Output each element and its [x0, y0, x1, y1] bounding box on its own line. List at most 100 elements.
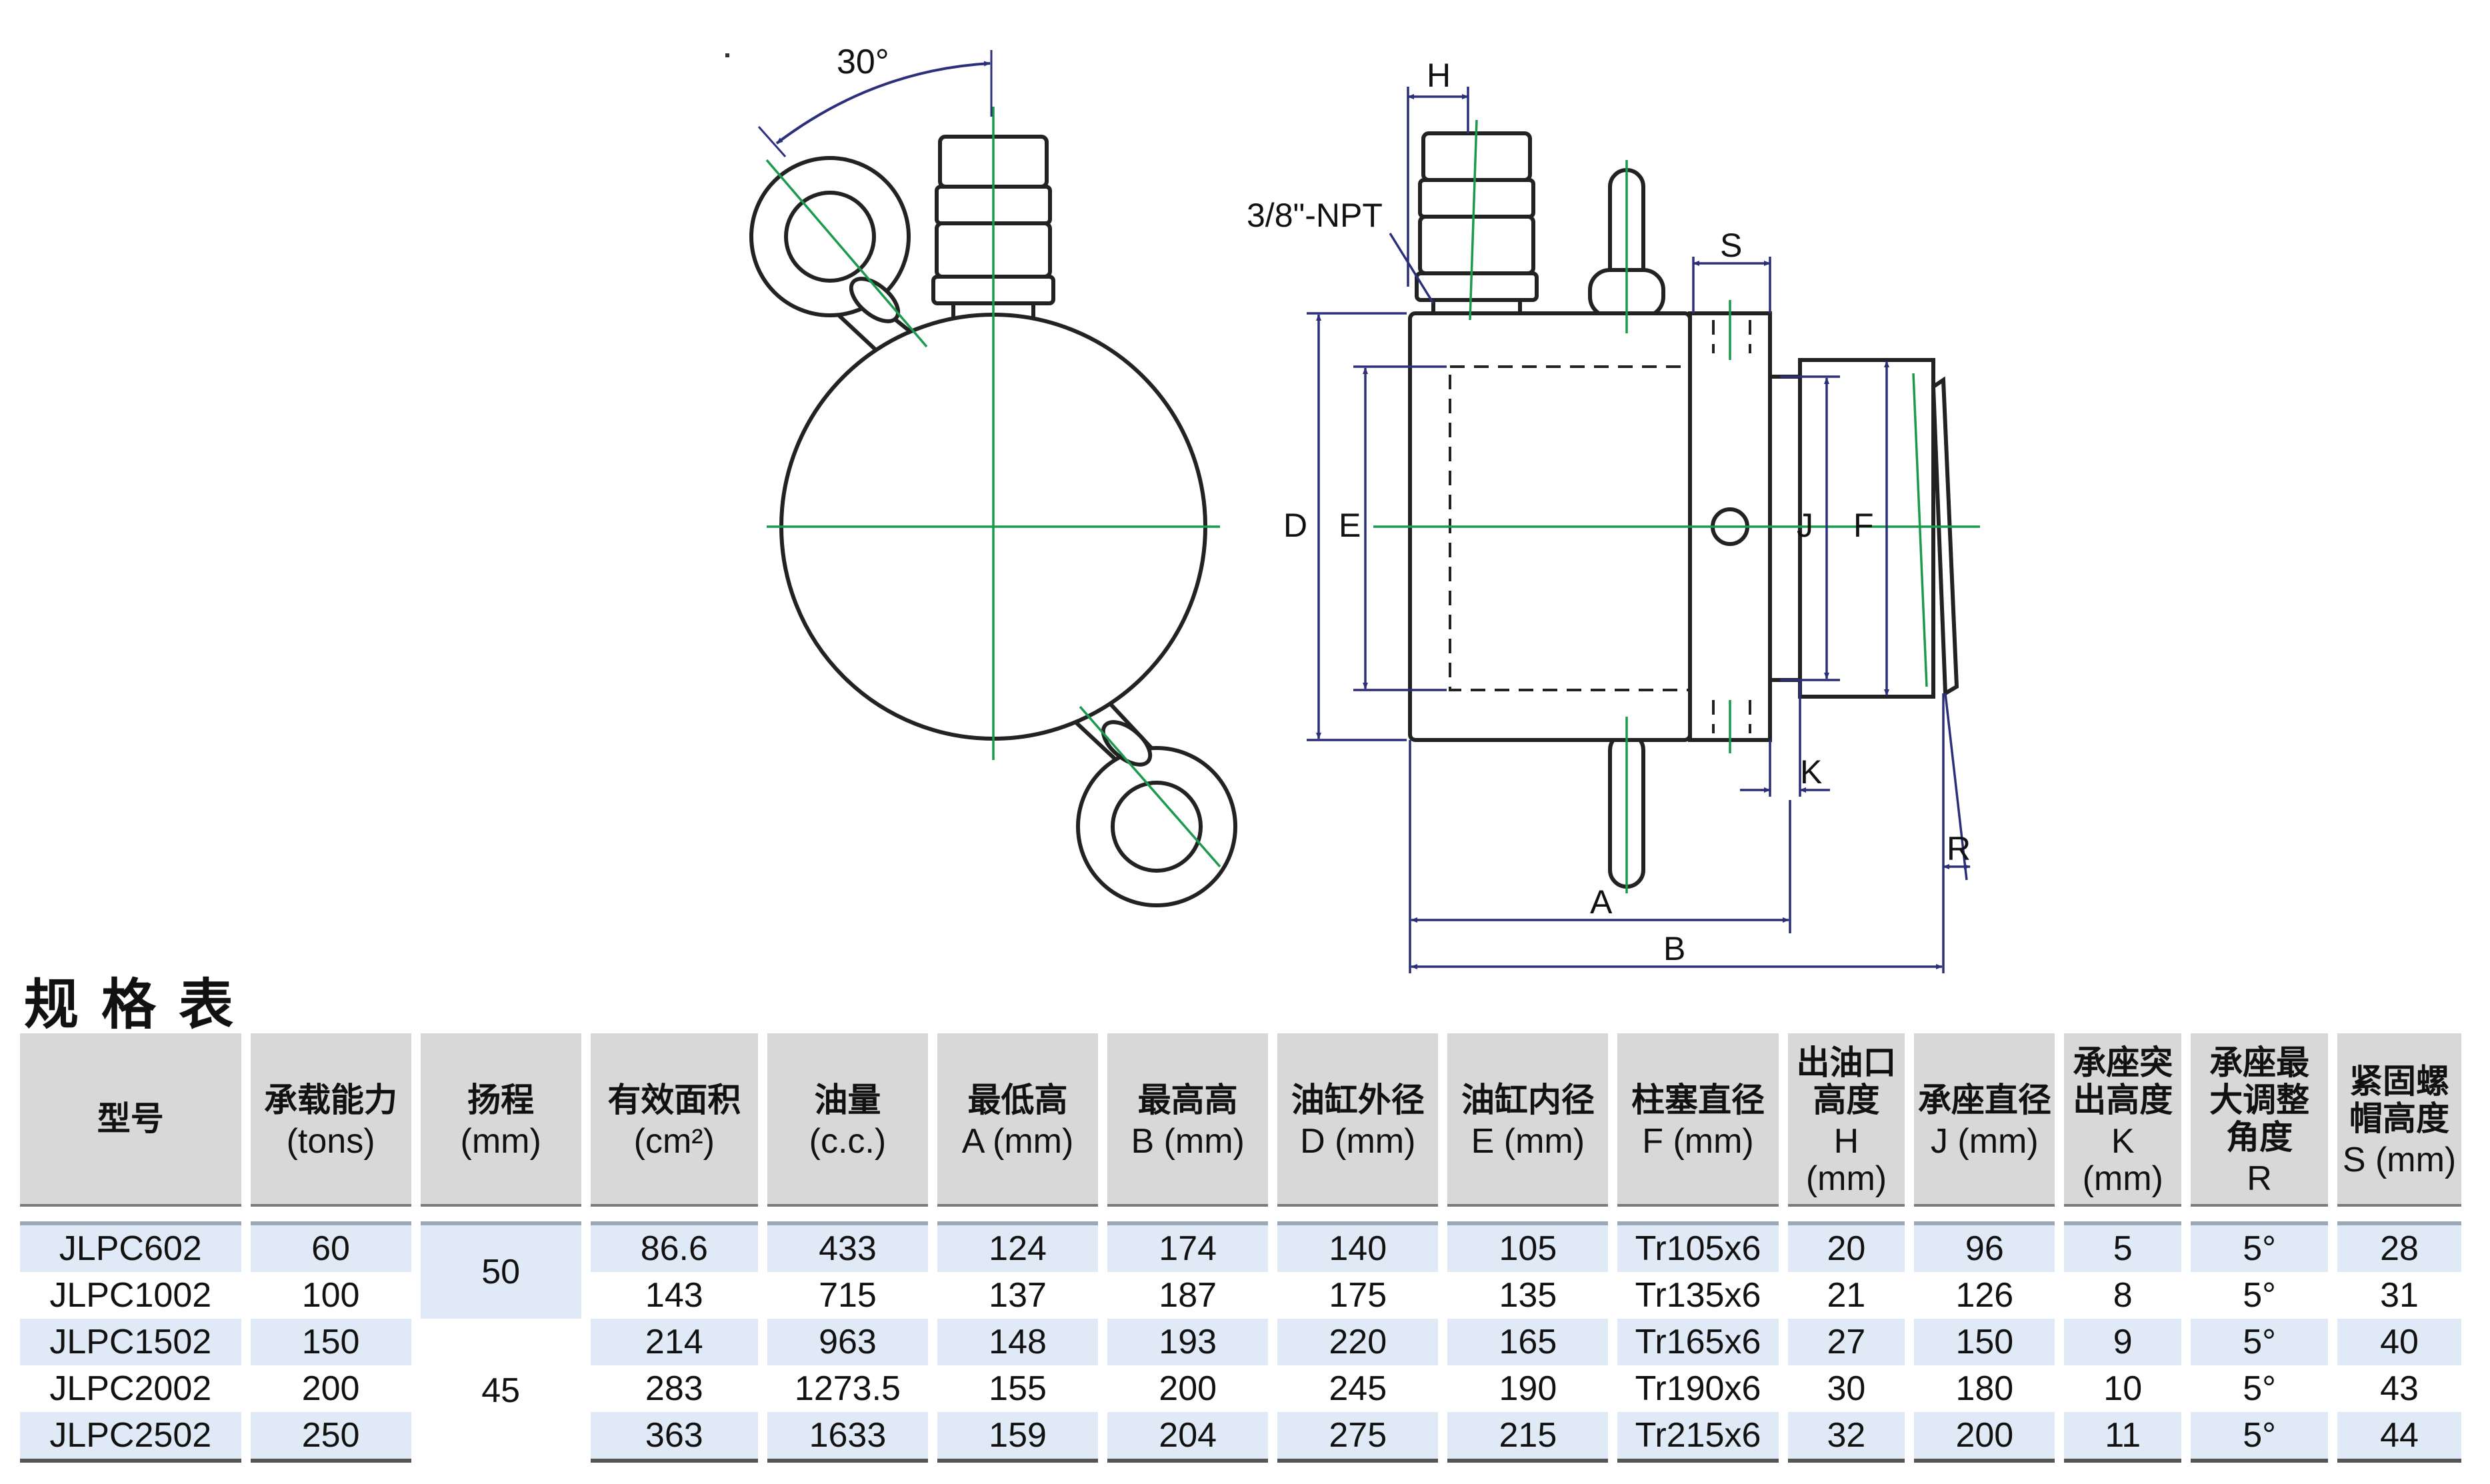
cell-model: JLPC1002 — [49, 1276, 212, 1315]
cell-r: 5° — [2191, 1319, 2329, 1365]
cell-d: 175 — [1329, 1276, 1387, 1315]
cell-oil: 1633 — [767, 1412, 928, 1463]
dim-label-a: A — [1590, 883, 1613, 921]
cell-capacity: 100 — [301, 1276, 360, 1315]
dim-label-s: S — [1720, 227, 1742, 264]
angle-label: 30° — [837, 43, 889, 81]
cell-j: 126 — [1955, 1276, 2014, 1315]
cell-a: 137 — [989, 1276, 1047, 1315]
coupler-side-view — [1415, 131, 1539, 319]
cell-model: JLPC1502 — [20, 1319, 241, 1365]
header-capacity: 承载能力(tons) — [250, 1033, 411, 1207]
cell-h: 20 — [1787, 1221, 1905, 1272]
cell-s: 31 — [2380, 1276, 2419, 1315]
cell-area: 214 — [590, 1319, 758, 1365]
table-row: JLPC602 60 50 86.6 433 124 174 140 105 T… — [20, 1221, 2461, 1319]
cell-s: 28 — [2337, 1221, 2461, 1272]
cell-a: 155 — [989, 1369, 1047, 1408]
technical-drawing: 30° — [725, 43, 1980, 973]
cell-model: JLPC2002 — [49, 1369, 212, 1408]
cell-j: 200 — [1914, 1412, 2055, 1463]
cell-d: 140 — [1277, 1221, 1439, 1272]
cell-h: 32 — [1787, 1412, 1905, 1463]
cell-f: Tr135x6 — [1635, 1276, 1761, 1315]
spec-table-title: 规格表 — [24, 975, 257, 1035]
spec-table: 型号 承载能力(tons) 扬程(mm) 有效面积(cm²) 油量(c.c.) … — [11, 1033, 2471, 1463]
table-row: JLPC1002 100 143 715 137 187 175 135 Tr1… — [20, 1272, 2461, 1319]
cell-k: 9 — [2064, 1319, 2182, 1365]
cell-h: 27 — [1787, 1319, 1905, 1365]
cell-b: 193 — [1107, 1319, 1269, 1365]
table-row: JLPC2502 250 363 1633 159 204 275 215 Tr… — [20, 1412, 2461, 1463]
cell-k: 10 — [2103, 1369, 2143, 1408]
upper-eyebolt — [749, 156, 920, 363]
cell-s: 40 — [2337, 1319, 2461, 1365]
side-view — [1408, 131, 1959, 889]
cell-area: 86.6 — [590, 1221, 758, 1272]
dim-label-d: D — [1283, 507, 1307, 544]
cell-s: 43 — [2380, 1369, 2419, 1408]
cell-capacity: 250 — [250, 1412, 411, 1463]
cell-f: Tr215x6 — [1617, 1412, 1779, 1463]
cell-h: 21 — [1827, 1276, 1866, 1315]
cell-e: 190 — [1499, 1369, 1557, 1408]
cell-oil: 715 — [819, 1276, 877, 1315]
cell-a: 124 — [937, 1221, 1099, 1272]
cell-oil: 1273.5 — [794, 1369, 901, 1408]
cell-capacity: 200 — [301, 1369, 360, 1408]
cell-area: 363 — [590, 1412, 758, 1463]
header-oil: 油量(c.c.) — [767, 1033, 928, 1207]
cell-e: 135 — [1499, 1276, 1557, 1315]
cell-model: JLPC602 — [20, 1221, 241, 1272]
table-row: JLPC2002 200 283 1273.5 155 200 245 190 … — [20, 1365, 2461, 1412]
cell-j: 96 — [1914, 1221, 2055, 1272]
cell-f: Tr105x6 — [1617, 1221, 1779, 1272]
cell-r: 5° — [2243, 1276, 2276, 1315]
cell-j: 180 — [1955, 1369, 2014, 1408]
cell-capacity: 60 — [250, 1221, 411, 1272]
cell-r: 5° — [2191, 1412, 2329, 1463]
angle-dimension: 30° — [757, 43, 993, 157]
cell-f: Tr165x6 — [1617, 1319, 1779, 1365]
cell-b: 204 — [1107, 1412, 1269, 1463]
cell-k: 8 — [2113, 1276, 2133, 1315]
cell-k: 5 — [2064, 1221, 2182, 1272]
port-label: 3/8"-NPT — [1247, 197, 1383, 234]
header-area: 有效面积(cm²) — [590, 1033, 758, 1207]
cell-a: 148 — [937, 1319, 1099, 1365]
cell-e: 105 — [1447, 1221, 1609, 1272]
cell-area: 143 — [645, 1276, 703, 1315]
dim-label-j: J — [1797, 507, 1813, 544]
dim-label-e: E — [1339, 507, 1361, 544]
cell-b: 187 — [1159, 1276, 1217, 1315]
cell-model: JLPC2502 — [20, 1412, 241, 1463]
cell-b: 174 — [1107, 1221, 1269, 1272]
cell-d: 275 — [1277, 1412, 1439, 1463]
table-row: JLPC1502 150 45 214 963 148 193 220 165 … — [20, 1319, 2461, 1410]
table-header-row: 型号 承载能力(tons) 扬程(mm) 有效面积(cm²) 油量(c.c.) … — [20, 1033, 2461, 1207]
cell-a: 159 — [937, 1412, 1099, 1463]
dim-label-f: F — [1853, 507, 1874, 544]
dim-label-r: R — [1947, 830, 1971, 867]
cell-k: 11 — [2064, 1412, 2182, 1463]
dim-label-h: H — [1427, 57, 1451, 94]
cell-f: Tr190x6 — [1635, 1369, 1761, 1408]
saddle — [1768, 375, 1802, 682]
cell-s: 44 — [2337, 1412, 2461, 1463]
cell-r: 5° — [2243, 1369, 2276, 1408]
cell-j: 150 — [1914, 1319, 2055, 1365]
cell-e: 165 — [1447, 1319, 1609, 1365]
header-model: 型号 — [20, 1033, 241, 1207]
cell-d: 220 — [1277, 1319, 1439, 1365]
dimension-lines — [1307, 87, 1971, 973]
cell-b: 200 — [1159, 1369, 1217, 1408]
